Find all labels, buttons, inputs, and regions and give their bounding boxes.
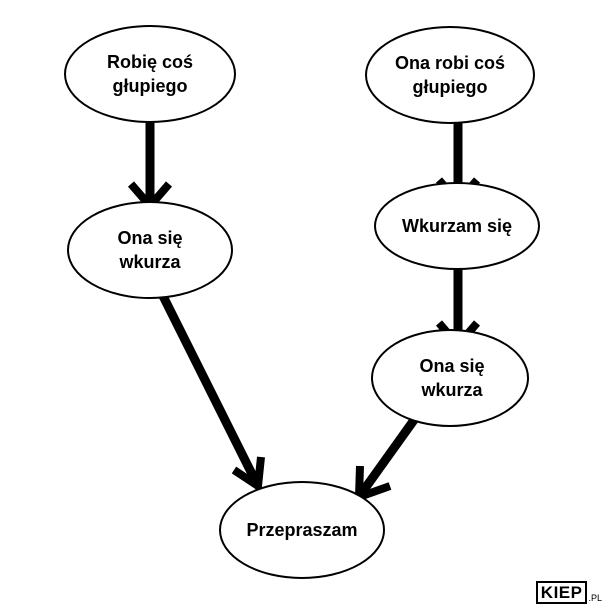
node-n1: Robię coś głupiego [64,25,236,123]
node-n6: Przepraszam [219,481,385,579]
watermark-suffix: .PL [588,593,602,603]
node-n2-label-2: wkurza [118,252,181,272]
node-n3-label: Ona robi coś [395,53,505,73]
node-n1-label-2: głupiego [113,76,188,96]
node-n4: Wkurzam się [374,182,540,270]
node-n3: Ona robi coś głupiego [365,26,535,124]
node-n6-label: Przepraszam [246,520,357,540]
arrow-n5-n6 [354,417,418,503]
node-n2-label: Ona się [117,228,182,248]
node-n2: Ona się wkurza [67,201,233,299]
node-n1-label: Robię coś [107,52,193,72]
node-n5-label: Ona się [419,356,484,376]
node-n5-label-2: wkurza [420,380,483,400]
arrow-n1-n2 [127,122,173,213]
kiep-watermark: KIEP .PL [535,581,602,604]
node-n3-label-2: głupiego [413,77,488,97]
node-n4-label: Wkurzam się [402,216,512,236]
arrow-n2-n6 [155,287,265,494]
watermark-main: KIEP [535,581,588,604]
node-n5: Ona się wkurza [371,329,529,427]
